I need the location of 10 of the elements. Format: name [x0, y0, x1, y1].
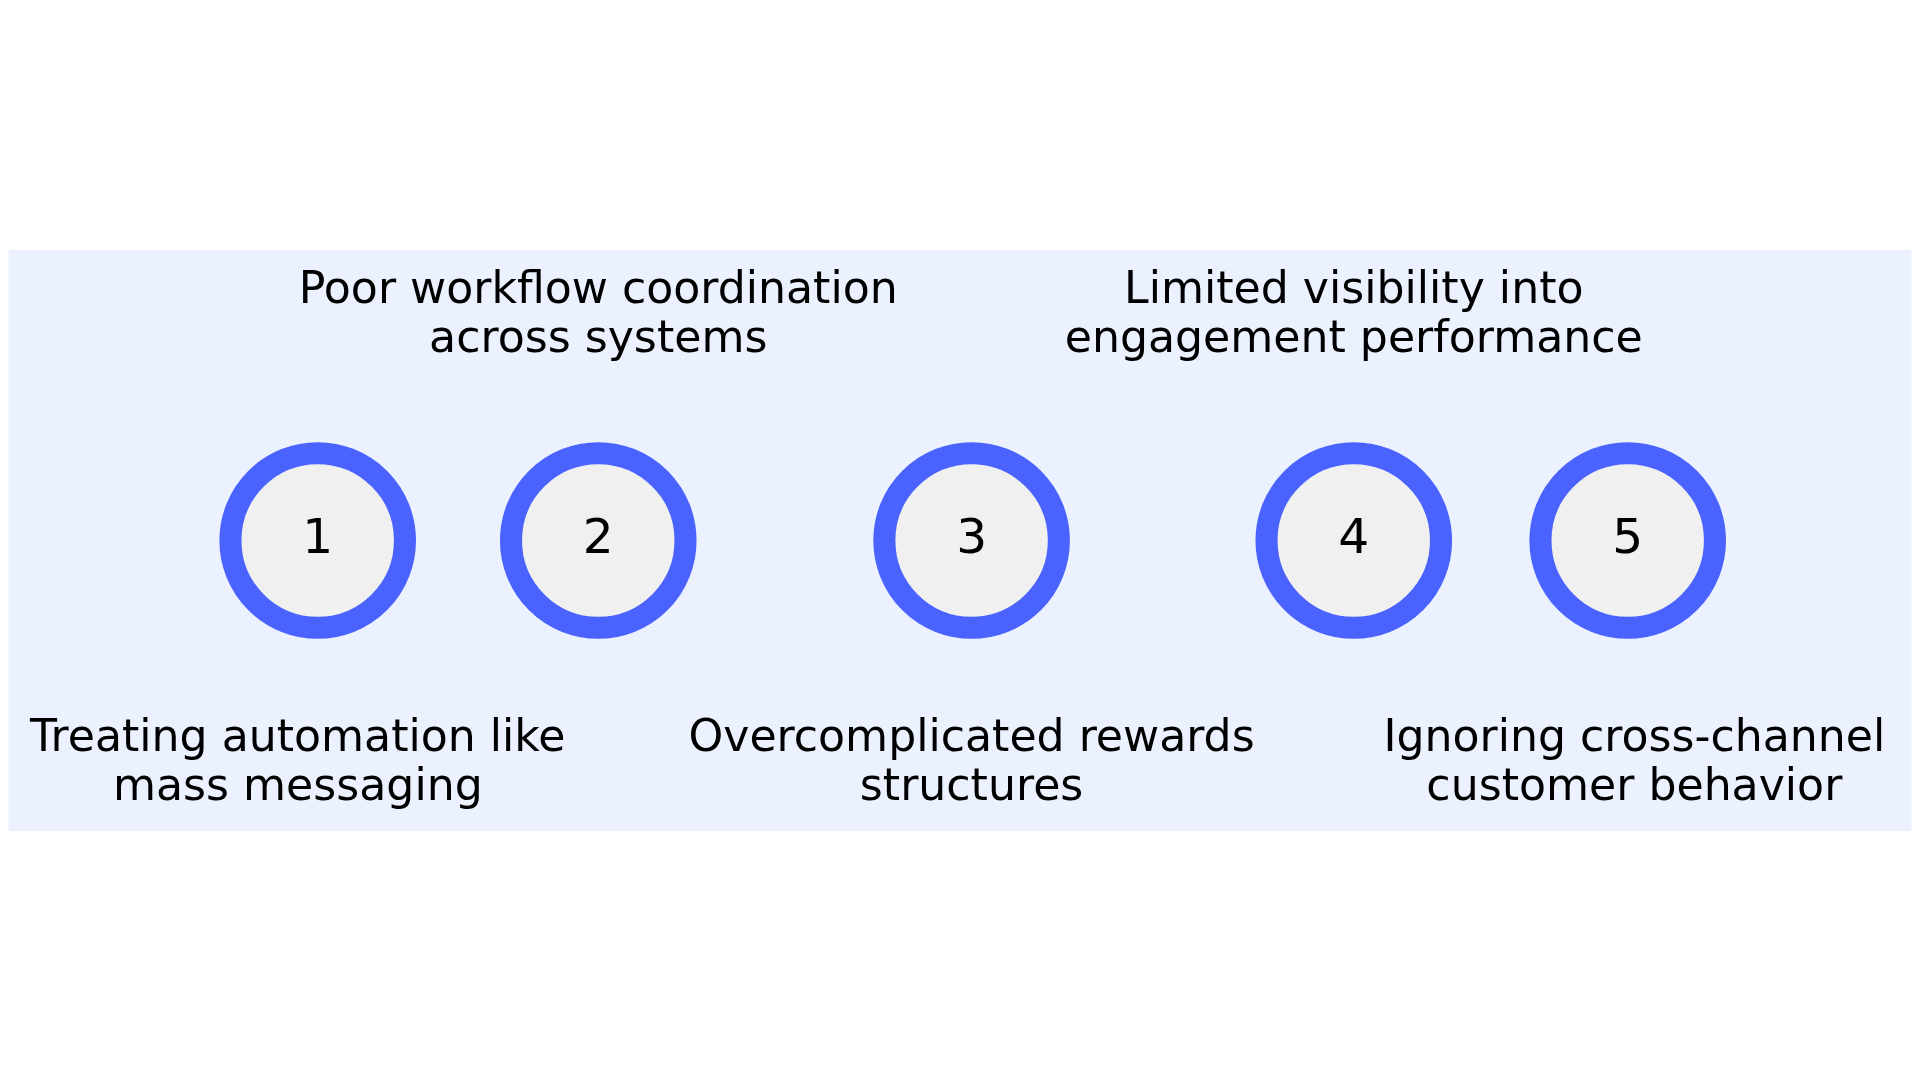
node-label: Poor workflow coordination across systems [298, 261, 898, 362]
node-circle: 2 [499, 441, 697, 639]
node-label: Treating automation like mass messaging [30, 709, 566, 810]
node-circle: 4 [1255, 441, 1453, 639]
node-circle: 3 [873, 441, 1070, 639]
node-label: Ignoring cross-channel customer behavior [1383, 709, 1886, 810]
node-label: Limited visibility into engagement performance [1064, 261, 1643, 362]
node-label: Overcomplicated rewards structures [688, 709, 1255, 810]
node-circle: 1 [219, 441, 416, 639]
node-circle: 5 [1529, 441, 1726, 639]
